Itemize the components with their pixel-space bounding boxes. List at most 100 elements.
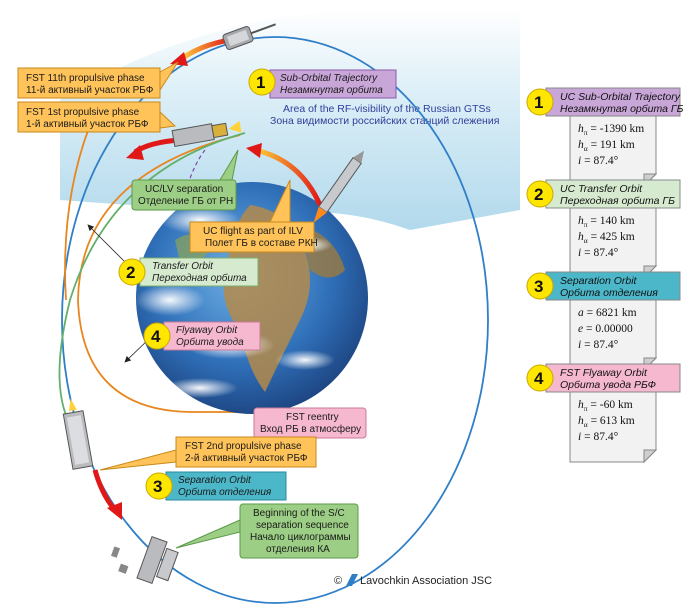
orbit-card-badge: [526, 272, 554, 300]
svg-text:3: 3: [153, 477, 162, 496]
lavochkin-logo-icon: [346, 574, 358, 586]
orbit-card-param: i = 87.4°: [578, 247, 619, 259]
orbit-card-badge: [526, 88, 554, 116]
svg-text:UC/LV separation: UC/LV separation: [145, 184, 223, 195]
orbit-card-title-ru: Незамкнутая орбита ГБ: [560, 103, 684, 115]
orbit-card-param: i = 87.4°: [578, 155, 619, 167]
orbit-card-title-ru: Орбита отделения: [560, 287, 658, 299]
orbit-card-param: hα = 425 km: [578, 231, 635, 245]
svg-text:Transfer Orbit: Transfer Orbit: [152, 261, 214, 272]
svg-text:отделения КА: отделения КА: [266, 544, 330, 555]
orbit-card-header: [545, 363, 681, 393]
svg-text:Переходная орбита: Переходная орбита: [152, 272, 247, 284]
orbit-card-title-en: FST Flyaway Orbit: [560, 367, 648, 379]
svg-text:FST reentry: FST reentry: [286, 412, 339, 423]
orbit-card-number: 1: [534, 93, 543, 112]
orbit-card-param: hπ = 140 km: [578, 215, 635, 229]
svg-text:UC flight as part of ILV: UC flight as part of ILV: [203, 226, 303, 237]
badge-1: [248, 68, 276, 96]
launch-vehicle-icon: [313, 150, 365, 223]
orbit-card-title-ru: Переходная орбита ГБ: [560, 195, 675, 207]
orbit-card-title-en: UC Transfer Orbit: [560, 183, 643, 195]
svg-text:Отделение ГБ от РН: Отделение ГБ от РН: [138, 196, 233, 207]
callout-flyaway: 4 Flyaway Orbit Орбита увода: [143, 321, 261, 351]
burn-arrow-2nd: [92, 469, 122, 520]
svg-text:separation sequence: separation sequence: [256, 520, 349, 531]
badge-2: [118, 258, 146, 286]
callout-fst-reentry: FST reentry Вход РБ в атмосферу: [253, 407, 367, 439]
svg-text:Вход РБ в атмосферу: Вход РБ в атмосферу: [260, 423, 361, 435]
svg-text:Незамкнутая орбита: Незамкнутая орбита: [280, 84, 383, 96]
spacecraft-left-icon: [62, 398, 94, 470]
callout-fst-1st: FST 1st propulsive phase 1-й активный уч…: [17, 101, 177, 133]
transfer-orbit-path: [58, 132, 246, 421]
orbit-card-param: hα = 613 km: [578, 415, 635, 429]
orbit-card-number: 4: [534, 369, 544, 388]
callout-uc-lv-separation: UC/LV separation Отделение ГБ от РН: [131, 149, 239, 211]
callout-separation: 3 Separation Orbit Орбита отделения: [145, 471, 287, 501]
orbit-card-number: 3: [534, 277, 543, 296]
svg-text:Орбита увода: Орбита увода: [176, 336, 244, 348]
suborbital-dashed-path: [171, 149, 206, 251]
badge-3: [145, 472, 173, 500]
callout-sc-separation: Beginning of the S/C separation sequence…: [175, 503, 359, 559]
svg-text:Орбита отделения: Орбита отделения: [178, 486, 272, 498]
flyaway-orbit-path: [77, 134, 262, 413]
svg-text:11-й активный участок РБФ: 11-й активный участок РБФ: [26, 85, 154, 96]
visibility-zone-en: Area of the RF-visibility of the Russian…: [283, 103, 491, 115]
orbit-card-badge: [526, 364, 554, 392]
transfer-orbit-pointer: [87, 224, 126, 263]
svg-text:1: 1: [256, 73, 265, 92]
orbit-card-param: i = 87.4°: [578, 339, 619, 351]
svg-text:Beginning of the S/C: Beginning of the S/C: [253, 508, 345, 519]
orbit-card-param: hπ = -60 km: [578, 399, 633, 413]
orbit-card-param: e = 0.00000: [578, 323, 633, 335]
spacecraft-bottom-icon: [110, 535, 179, 585]
svg-text:FST 2nd propulsive phase: FST 2nd propulsive phase: [185, 441, 302, 452]
callout-fst-2nd: FST 2nd propulsive phase 2-й активный уч…: [99, 436, 317, 471]
svg-text:2-й активный участок РБФ: 2-й активный участок РБФ: [185, 453, 308, 464]
svg-text:Flyaway Orbit: Flyaway Orbit: [176, 325, 238, 336]
svg-text:FST 11th propulsive phase: FST 11th propulsive phase: [26, 73, 145, 84]
badge-4: [143, 322, 171, 350]
svg-text:4: 4: [151, 327, 161, 346]
callout-uc-flight: UC flight as part of ILV Полет ГБ в сост…: [189, 179, 318, 253]
orbit-card-param: hα = 191 km: [578, 139, 635, 153]
callout-suborbital: 1 Sub-Orbital Trajectory Незамкнутая орб…: [248, 68, 397, 99]
svg-text:Полет ГБ в составе РКН: Полет ГБ в составе РКН: [205, 238, 318, 249]
svg-text:Separation Orbit: Separation Orbit: [178, 475, 252, 486]
svg-text:©: ©: [334, 575, 342, 587]
copyright: © Lavochkin Association JSC: [334, 574, 492, 587]
orbit-card-param: i = 87.4°: [578, 431, 619, 443]
callout-transfer: 2 Transfer Orbit Переходная орбита: [118, 257, 259, 287]
orbit-card-param: a = 6821 km: [578, 307, 637, 319]
spacecraft-top-icon: [222, 23, 276, 50]
svg-text:Начало циклограммы: Начало циклограммы: [250, 532, 351, 543]
orbit-card-badge: [526, 180, 554, 208]
separation-orbit-path: [61, 36, 489, 604]
svg-text:FST 1st propulsive phase: FST 1st propulsive phase: [26, 107, 140, 118]
burn-arrow-ascent: [246, 143, 323, 207]
svg-text:Sub-Orbital Trajectory: Sub-Orbital Trajectory: [280, 73, 378, 84]
svg-text:2: 2: [126, 263, 135, 282]
earth-globe: [135, 182, 368, 414]
upper-stage-separation-icon: [171, 120, 242, 148]
orbit-card-number: 2: [534, 185, 543, 204]
flyaway-orbit-upper: [64, 119, 93, 301]
orbit-card-title-ru: Орбита увода РБФ: [560, 379, 656, 391]
visibility-zone-ru: Зона видимости российских станций слежен…: [270, 115, 499, 127]
svg-text:Lavochkin Association JSC: Lavochkin Association JSC: [360, 575, 492, 587]
callout-fst-11th: FST 11th propulsive phase 11-й активный …: [17, 61, 179, 99]
orbit-card-title-en: UC Sub-Orbital Trajectory: [560, 91, 681, 103]
orbit-card-header: [545, 179, 681, 209]
orbit-card-param: hπ = -1390 km: [578, 123, 644, 137]
svg-text:1-й активный участок РБФ: 1-й активный участок РБФ: [26, 119, 149, 130]
orbit-card-title-en: Separation Orbit: [560, 275, 638, 287]
